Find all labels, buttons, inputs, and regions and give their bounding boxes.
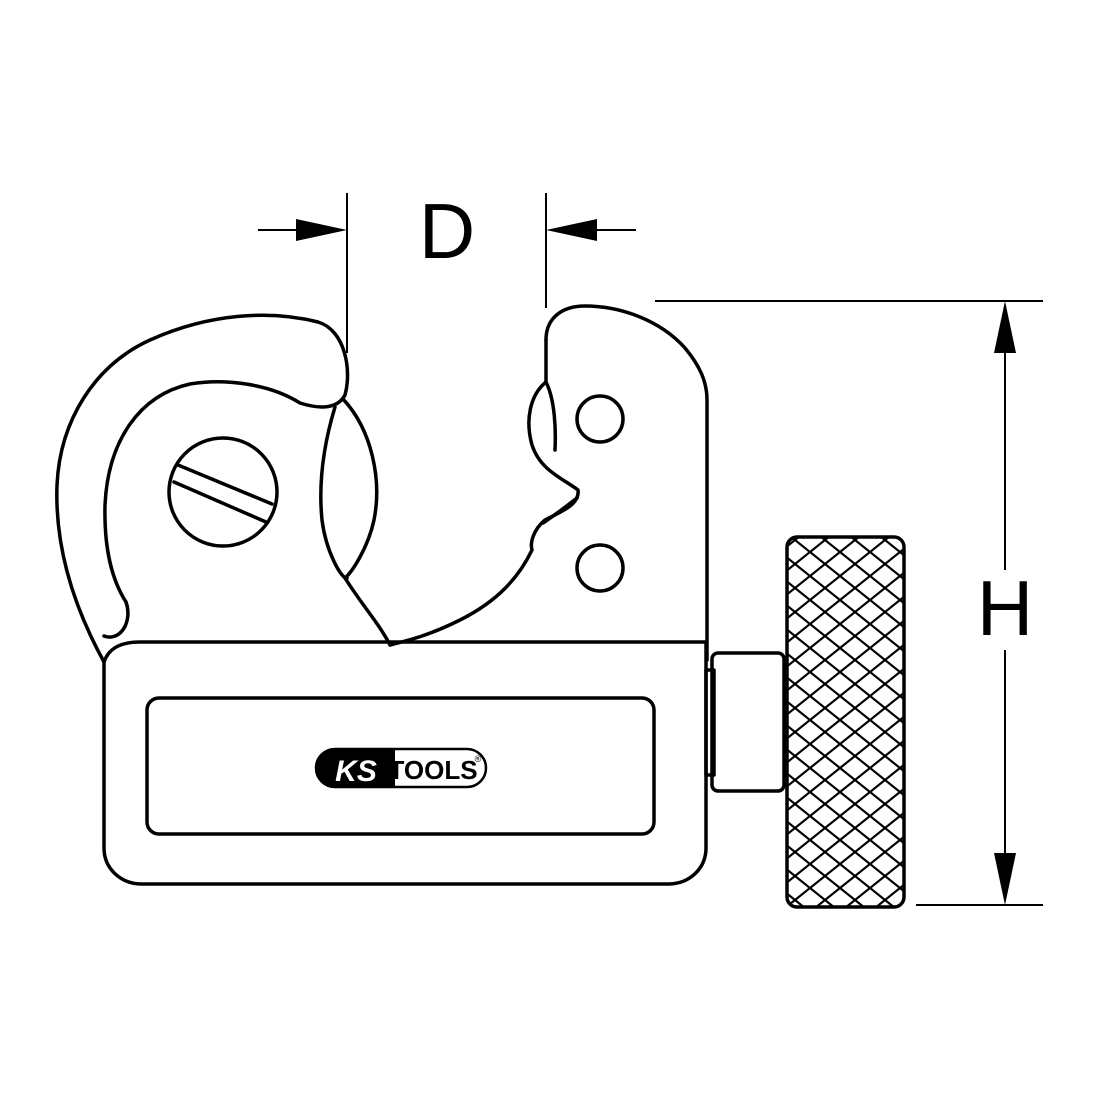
pivot-screw-head [167, 436, 279, 548]
h-arrow-bottom [994, 853, 1016, 905]
handle-body [102, 640, 708, 886]
pivot-screw-slot-top [176, 463, 274, 506]
pivot-screw-slot-bottom [172, 480, 268, 524]
hook-outline [55, 313, 350, 664]
roller-block-outline [544, 304, 709, 662]
d-label: D [419, 187, 475, 275]
roller-block [388, 304, 709, 662]
pivot-screw [167, 436, 279, 548]
cutting-wheel-tail [343, 576, 392, 647]
spindle-shaft [704, 668, 716, 777]
logo-registered-mark: ® [475, 754, 482, 764]
dimension-d: D [258, 187, 636, 353]
cutting-wheel [319, 397, 392, 647]
roller-lower-contour [541, 496, 579, 525]
cutter-hook-arm [55, 313, 350, 664]
feed-spindle [704, 651, 786, 793]
knob-knurling [787, 537, 904, 907]
h-label: H [977, 564, 1033, 652]
d-arrow-left [296, 219, 347, 241]
logo-dark-segment [316, 749, 395, 787]
cutting-wheel-outer [341, 397, 379, 580]
ks-tools-logo: KS TOOLS ® [314, 747, 488, 789]
roller-block-inner-edge [388, 338, 580, 647]
h-arrow-top [994, 301, 1016, 353]
knob-outline [785, 535, 906, 909]
roller-upper-contour [544, 380, 558, 452]
handle-label-panel [145, 696, 656, 836]
dimension-h: H [655, 300, 1043, 906]
spindle-collar [710, 651, 786, 793]
cutting-wheel-inner [319, 405, 349, 580]
logo-brand-left: KS [335, 755, 377, 788]
logo-brand-right: TOOLS [388, 755, 477, 785]
roller-pin-bottom [575, 543, 625, 593]
d-arrow-right [546, 219, 597, 241]
roller-pin-top [575, 394, 625, 444]
adjusting-knob [785, 535, 906, 909]
handle-outline [102, 640, 708, 886]
